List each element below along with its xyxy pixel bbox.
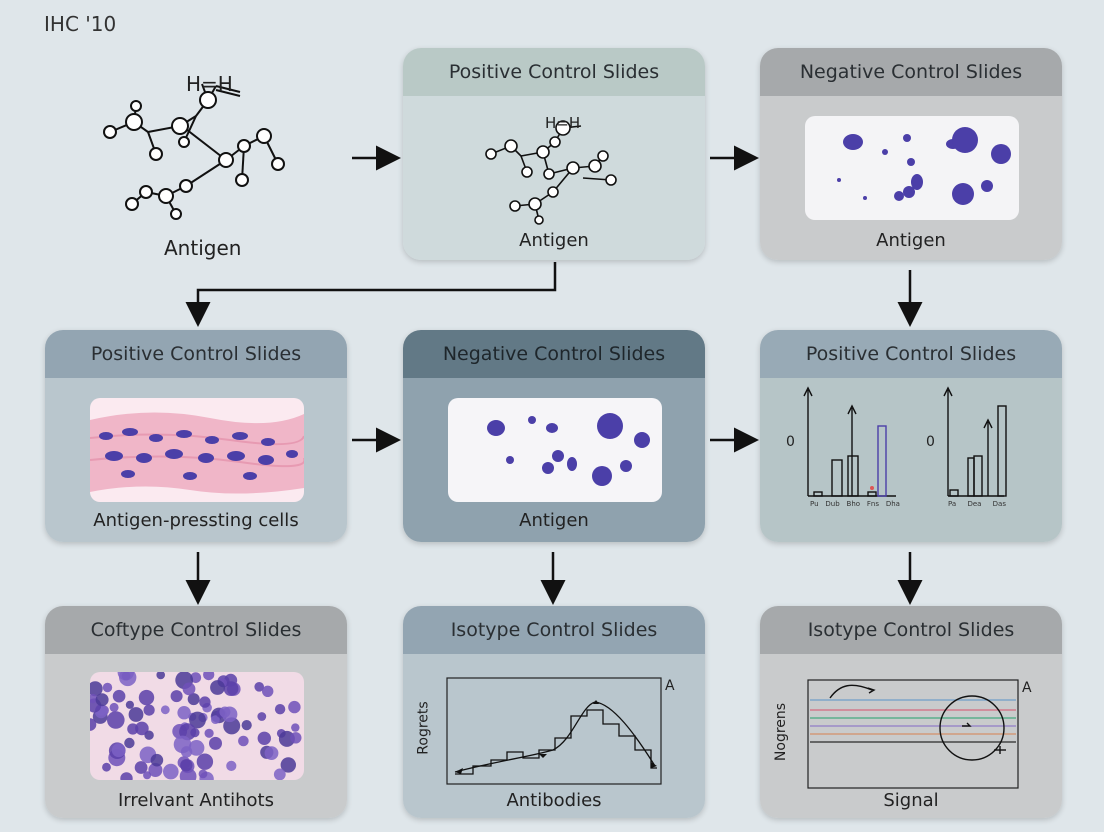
card-caption: Irrelvant Antihots [118,790,274,811]
tick-label: Fns [866,500,880,508]
chart-corner-letter: A [1022,680,1032,696]
chart-left-ticks: Pu Dub Bho Fns Dha [810,500,900,508]
tick-label: Dha [885,500,900,508]
card-title: Negative Control Slides [760,48,1062,96]
molecule-label: H=H [545,114,581,132]
tick-label: Pu [810,500,819,508]
micrograph-sparse-cells [805,116,1019,220]
card-caption: Antigen [519,230,589,251]
tick-label: Bho [846,500,861,508]
card-caption: Antigen [876,230,946,251]
signal-line-plot [807,679,1019,789]
card-positive-control-1: Positive Control Slides [403,48,705,260]
bar-chart-pair [803,386,1007,497]
micrograph-dense-cells [90,672,304,780]
molecule-structure-icon [485,120,617,225]
card-title: Isotype Control Slides [403,606,705,654]
molecule-structure-icon [103,83,285,220]
tick-label: Dea [967,500,982,508]
tick-label: Pa [948,500,957,508]
histogram-curve [446,677,662,785]
card-caption: Signal [883,790,939,811]
figure-label: IHC '10 [44,12,117,36]
card-title: Isotype Control Slides [760,606,1062,654]
top-left-molecule: H=H [96,64,306,224]
card-title: Positive Control Slides [45,330,347,378]
tick-label: Dub [825,500,840,508]
card-title: Positive Control Slides [760,330,1062,378]
card-title: Positive Control Slides [403,48,705,96]
card-coftype-control: Coftype Control Slides Irrelvant Antihot… [45,606,347,818]
card-title: Coftype Control Slides [45,606,347,654]
card-isotype-control-2: Isotype Control Slides Nogrens A [760,606,1062,818]
arrow-elbow-icon [185,262,557,327]
card-caption: Antibodies [506,790,602,811]
card-title: Negative Control Slides [403,330,705,378]
chart-corner-letter: A [665,678,675,694]
tick-label: Das [992,500,1006,508]
card-negative-control-2: Negative Control Slides Antige [403,330,705,542]
card-caption: Antigen-pressting cells [93,510,299,531]
molecule-label: H=H [186,72,233,96]
card-isotype-control-1: Isotype Control Slides Rogrets A Antibod… [403,606,705,818]
card-negative-control-1: Negative Control Slides [760,48,1062,260]
top-left-caption: Antigen [164,236,242,260]
chart-right-ticks: Pa Dea Das [948,500,1006,508]
card-positive-control-3: Positive Control Slides 0 0 [760,330,1062,542]
chart-right-y-label: 0 [926,434,935,450]
chart-left-y-label: 0 [786,434,795,450]
micrograph-sparse-cells [448,398,662,502]
card-positive-control-2: Positive Control Slides [45,330,347,542]
micrograph-tissue-section [90,398,304,502]
card-caption: Antigen [519,510,589,531]
